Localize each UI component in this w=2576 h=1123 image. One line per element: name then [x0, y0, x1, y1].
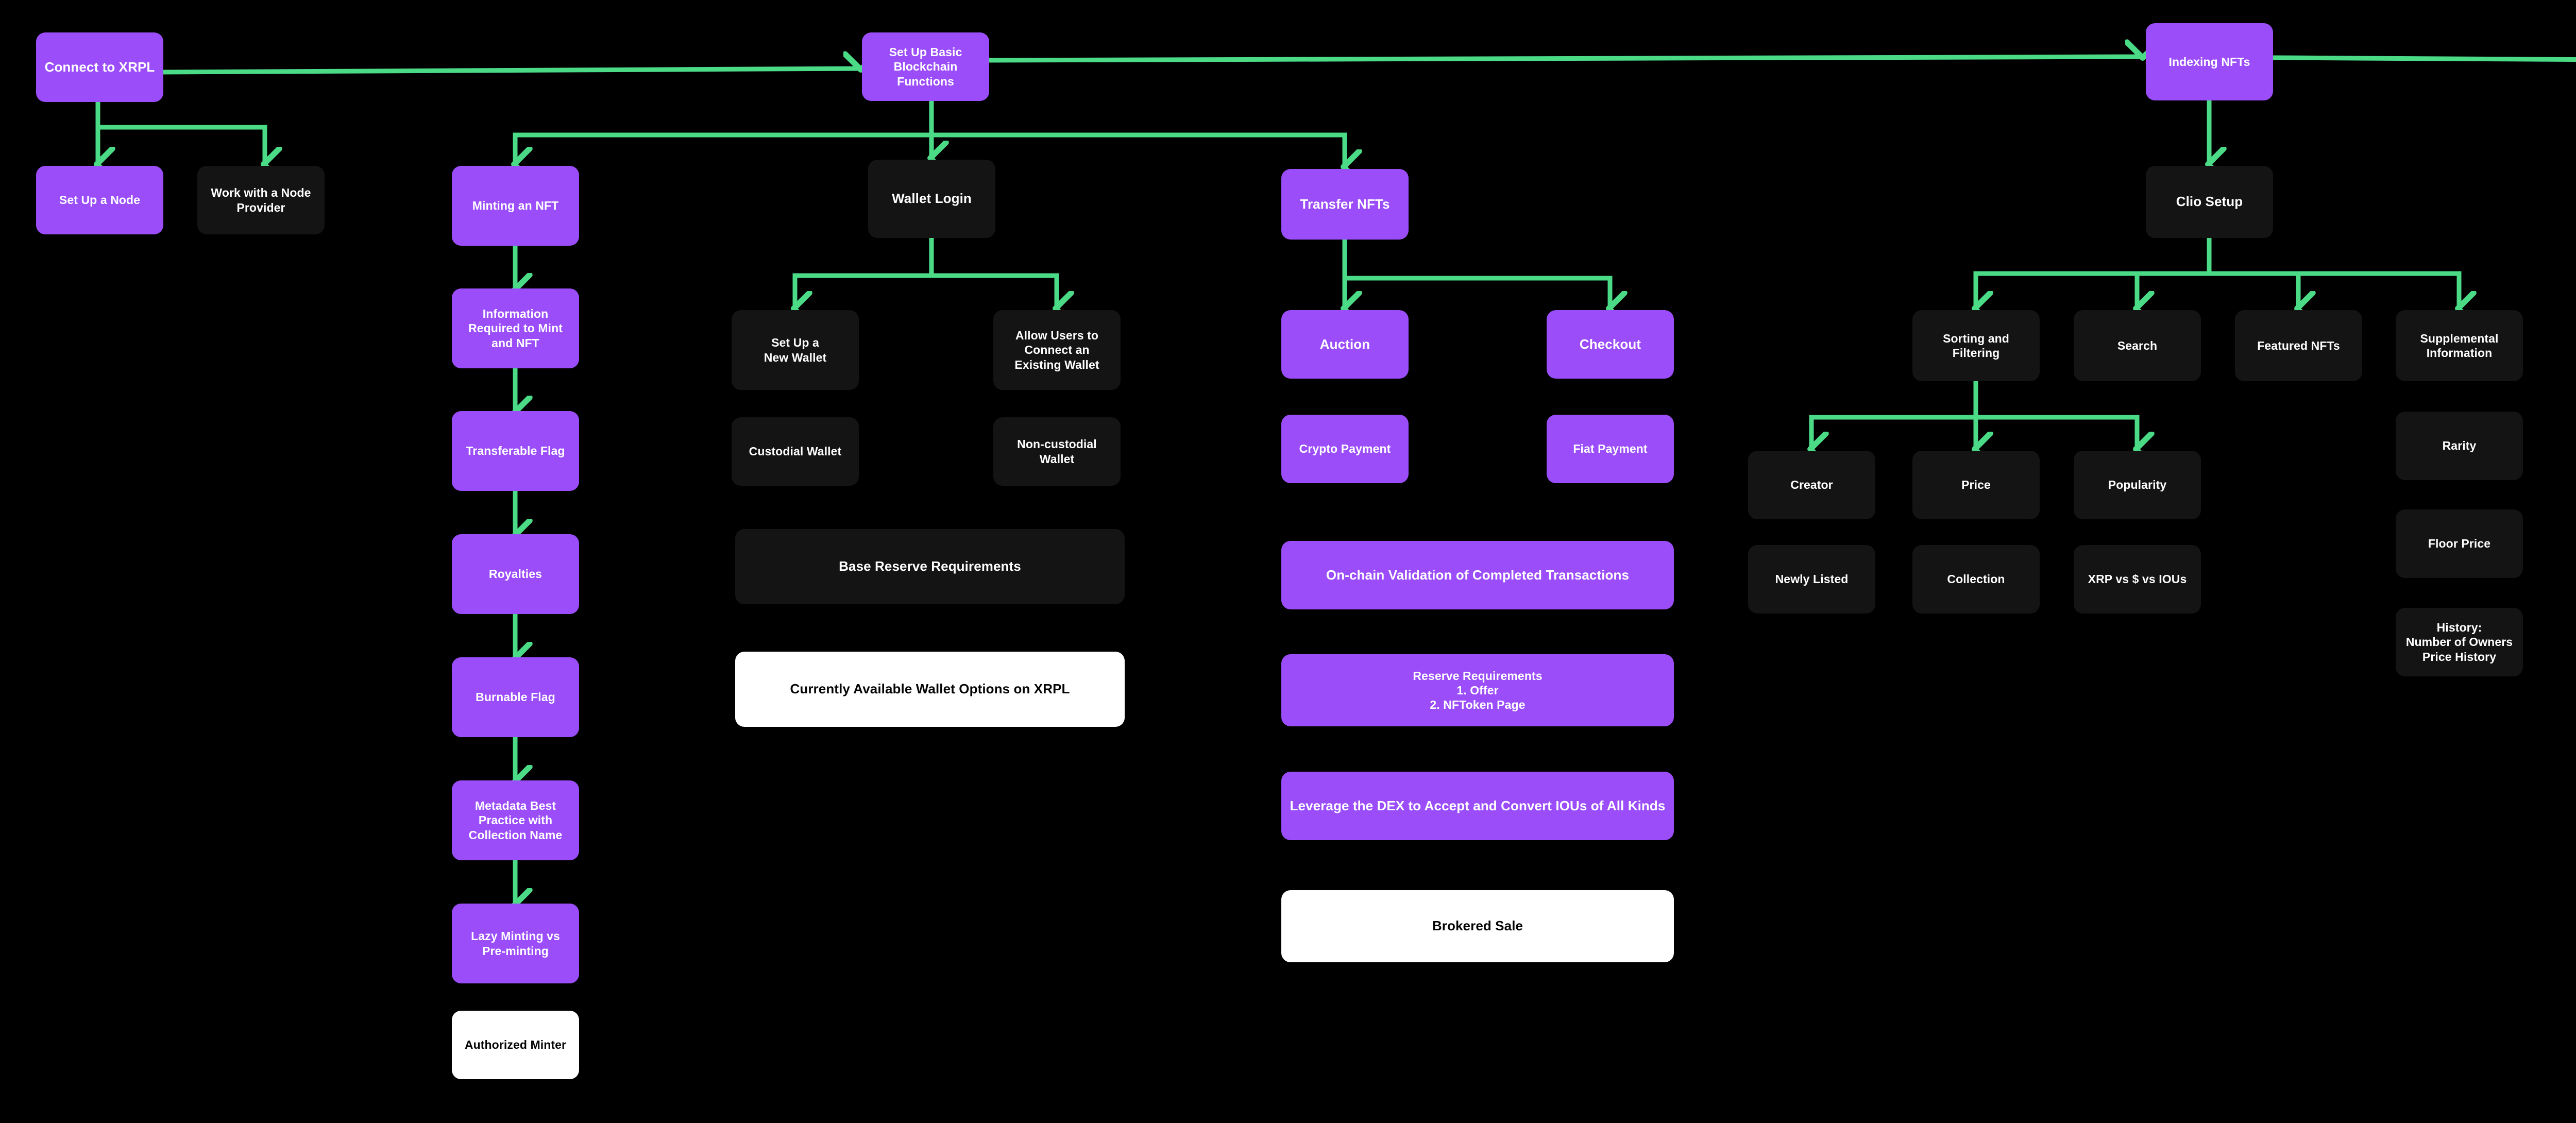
node-set-up-basic-blockchain-functions[interactable]: Set Up Basic Blockchain Functions	[862, 32, 989, 101]
node-label: Transfer NFTs	[1300, 196, 1390, 212]
node-transferable-flag[interactable]: Transferable Flag	[452, 411, 579, 491]
node-brokered-sale[interactable]: Brokered Sale	[1281, 890, 1674, 962]
node-checkout[interactable]: Checkout	[1547, 310, 1674, 379]
node-label: Crypto Payment	[1299, 442, 1391, 456]
node-creator[interactable]: Creator	[1748, 451, 1875, 519]
node-set-up-a-new-wallet[interactable]: Set Up a New Wallet	[732, 310, 859, 390]
node-floor-price[interactable]: Floor Price	[2396, 509, 2523, 578]
node-label: Rarity	[2442, 439, 2477, 453]
node-label: Reserve Requirements 1. Offer 2. NFToken…	[1413, 669, 1543, 712]
node-label: Indexing NFTs	[2168, 55, 2250, 69]
node-search[interactable]: Search	[2074, 310, 2201, 381]
node-label: Metadata Best Practice with Collection N…	[468, 799, 563, 842]
node-on-chain-validation-of-completed-transactions[interactable]: On-chain Validation of Completed Transac…	[1281, 541, 1674, 609]
node-reserve-requirements[interactable]: Reserve Requirements 1. Offer 2. NFToken…	[1281, 654, 1674, 726]
node-label: Burnable Flag	[476, 690, 555, 704]
node-label: Featured NFTs	[2257, 338, 2340, 352]
node-newly-listed[interactable]: Newly Listed	[1748, 545, 1875, 614]
node-label: Sorting and Filtering	[1943, 331, 2009, 360]
node-collection[interactable]: Collection	[1912, 545, 2040, 614]
node-label: Information Required to Mint and NFT	[468, 307, 563, 350]
node-metadata-best-practice-with-collection-name[interactable]: Metadata Best Practice with Collection N…	[452, 780, 579, 860]
node-allow-users-to-connect-an-existing-wallet[interactable]: Allow Users to Connect an Existing Walle…	[993, 310, 1121, 390]
node-label: Collection	[1947, 572, 2005, 586]
node-featured-nfts[interactable]: Featured NFTs	[2235, 310, 2362, 381]
node-minting-an-nft[interactable]: Minting an NFT	[452, 166, 579, 246]
node-label: Floor Price	[2428, 537, 2491, 551]
node-label: Base Reserve Requirements	[839, 558, 1021, 574]
node-price[interactable]: Price	[1912, 451, 2040, 519]
node-label: Supplemental Information	[2420, 331, 2499, 360]
node-base-reserve-requirements[interactable]: Base Reserve Requirements	[735, 529, 1125, 604]
node-label: Work with a Node Provider	[211, 186, 311, 214]
node-authorized-minter[interactable]: Authorized Minter	[452, 1011, 579, 1079]
node-set-up-a-node[interactable]: Set Up a Node	[36, 166, 163, 234]
node-label: Set Up a Node	[59, 193, 141, 207]
node-custodial-wallet[interactable]: Custodial Wallet	[732, 417, 859, 486]
node-label: Leverage the DEX to Accept and Convert I…	[1290, 797, 1666, 813]
node-label: History: Number of Owners Price History	[2405, 621, 2513, 663]
node-information-required-to-mint-and-nft[interactable]: Information Required to Mint and NFT	[452, 288, 579, 368]
node-leverage-the-dex[interactable]: Leverage the DEX to Accept and Convert I…	[1281, 772, 1674, 840]
node-label: On-chain Validation of Completed Transac…	[1326, 567, 1630, 583]
node-popularity[interactable]: Popularity	[2074, 451, 2201, 519]
node-supplemental-information[interactable]: Supplemental Information	[2396, 310, 2523, 381]
node-sorting-and-filtering[interactable]: Sorting and Filtering	[1912, 310, 2040, 381]
node-label: Lazy Minting vs Pre-minting	[471, 929, 560, 958]
node-label: Newly Listed	[1775, 572, 1849, 586]
node-work-with-a-node-provider[interactable]: Work with a Node Provider	[197, 166, 325, 234]
node-label: Popularity	[2108, 478, 2167, 492]
node-label: Transferable Flag	[466, 444, 565, 458]
node-label: Non-custodial Wallet	[1017, 437, 1097, 466]
node-label: Checkout	[1579, 336, 1641, 352]
node-label: Minting an NFT	[472, 199, 559, 213]
node-auction[interactable]: Auction	[1281, 310, 1409, 379]
node-burnable-flag[interactable]: Burnable Flag	[452, 657, 579, 737]
node-label: XRP vs $ vs IOUs	[2088, 572, 2187, 586]
node-currently-available-wallet-options-on-xrpl[interactable]: Currently Available Wallet Options on XR…	[735, 652, 1125, 727]
node-label: Allow Users to Connect an Existing Walle…	[1014, 329, 1099, 371]
node-label: Currently Available Wallet Options on XR…	[790, 681, 1070, 697]
node-label: Custodial Wallet	[749, 445, 842, 458]
node-label: Clio Setup	[2176, 194, 2243, 210]
node-label: Authorized Minter	[464, 1038, 567, 1052]
node-label: Creator	[1790, 478, 1833, 492]
node-label: Fiat Payment	[1573, 442, 1648, 456]
node-label: Royalties	[488, 567, 543, 581]
node-wallet-login[interactable]: Wallet Login	[868, 160, 995, 238]
node-indexing-nfts[interactable]: Indexing NFTs	[2146, 23, 2273, 100]
node-xrp-vs-dollar-vs-ious[interactable]: XRP vs $ vs IOUs	[2074, 545, 2201, 614]
node-label: Connect to XRPL	[44, 59, 155, 75]
node-non-custodial-wallet[interactable]: Non-custodial Wallet	[993, 417, 1121, 486]
node-fiat-payment[interactable]: Fiat Payment	[1547, 415, 1674, 483]
node-crypto-payment[interactable]: Crypto Payment	[1281, 415, 1409, 483]
node-label: Search	[2117, 338, 2158, 352]
node-rarity[interactable]: Rarity	[2396, 412, 2523, 480]
node-lazy-minting-vs-pre-minting[interactable]: Lazy Minting vs Pre-minting	[452, 904, 579, 983]
node-label: Set Up Basic Blockchain Functions	[889, 45, 962, 88]
node-label: Auction	[1319, 336, 1370, 352]
node-connect-to-xrpl[interactable]: Connect to XRPL	[36, 32, 163, 102]
node-label: Wallet Login	[892, 191, 972, 207]
node-royalties[interactable]: Royalties	[452, 534, 579, 614]
node-label: Set Up a New Wallet	[764, 336, 827, 364]
node-label: Brokered Sale	[1432, 918, 1523, 934]
node-label: Price	[1961, 478, 1991, 492]
node-clio-setup[interactable]: Clio Setup	[2146, 166, 2273, 238]
node-history[interactable]: History: Number of Owners Price History	[2396, 608, 2523, 676]
node-transfer-nfts[interactable]: Transfer NFTs	[1281, 169, 1409, 240]
